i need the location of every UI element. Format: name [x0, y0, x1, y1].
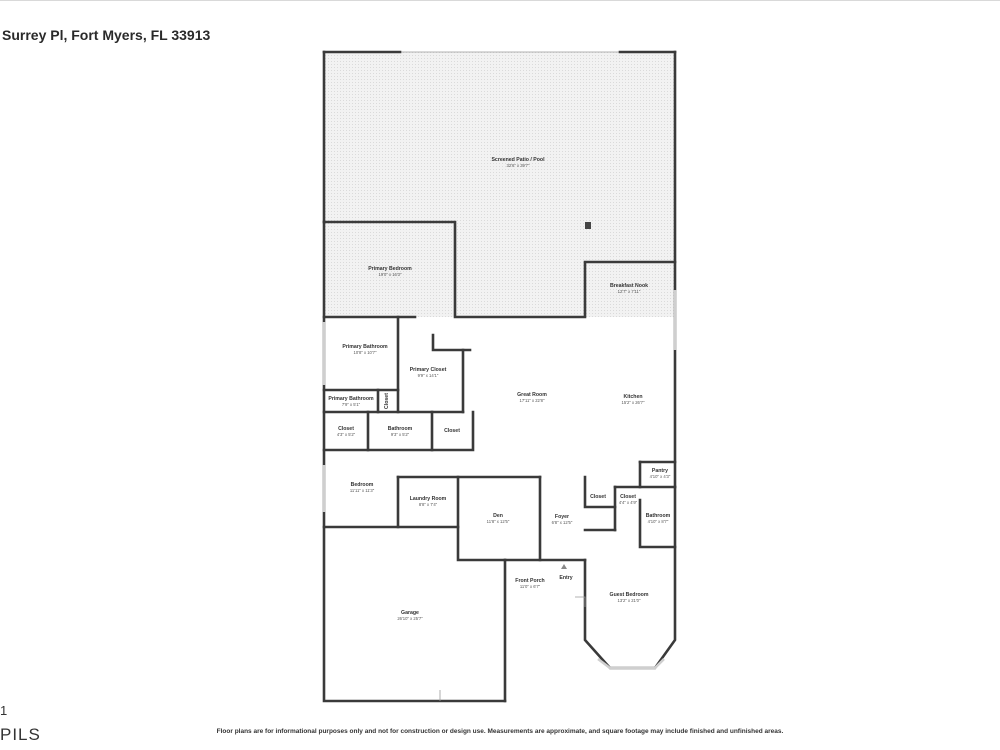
label-pantry: Pantry: [652, 468, 668, 474]
closet-c-walls: [583, 475, 617, 509]
label-closet-vertical: Closet: [384, 393, 390, 409]
dim-foyer: 6'8" x 12'5": [552, 520, 573, 525]
den-walls: [456, 475, 507, 562]
label-breakfast-nook: Breakfast Nook: [610, 283, 648, 289]
label-closet-d: Closet: [620, 494, 636, 500]
label-closet-a: Closet: [338, 426, 354, 432]
dim-closet-d: 4'4" x 4'9": [619, 500, 638, 505]
dim-primary-closet: 9'9" x 14'1": [418, 373, 439, 378]
dim-primary-bedroom: 19'0" x 16'3": [379, 272, 402, 277]
label-bathroom-a: Bathroom: [388, 426, 413, 432]
dim-laundry: 8'8" x 7'4": [419, 502, 438, 507]
label-garage: Garage: [401, 610, 419, 616]
closet-row-bottom-wall: [322, 410, 475, 452]
corner-text-top: 1: [0, 703, 8, 718]
label-closet-c: Closet: [590, 494, 606, 500]
dim-bathroom-b: 4'10" x 8'7": [648, 519, 669, 524]
dim-patio: 32'6" x 39'7": [507, 163, 530, 168]
label-primary-bathroom-2: Primary Bathroom: [328, 396, 374, 402]
address-title: Surrey Pl, Fort Myers, FL 33913: [2, 27, 211, 43]
label-front-porch: Front Porch: [515, 578, 544, 584]
dim-primary-bathroom-2: 7'9" x 5'1": [342, 402, 361, 407]
label-primary-bathroom: Primary Bathroom: [342, 344, 388, 350]
label-guest-bedroom: Guest Bedroom: [610, 592, 649, 598]
dim-closet-a: 4'3" x 5'2": [337, 432, 356, 437]
label-closet-b: Closet: [444, 428, 460, 434]
label-den: Den: [493, 513, 503, 519]
entry-step: [575, 596, 586, 607]
dim-kitchen: 15'2" x 26'7": [622, 400, 645, 405]
dim-front-porch: 11'0" x 6'7": [520, 584, 541, 589]
dim-pantry: 4'10" x 4'3": [650, 474, 671, 479]
dim-great-room: 17'11" x 22'8": [520, 398, 545, 403]
label-foyer: Foyer: [555, 514, 569, 520]
entry-arrow-icon: [561, 564, 567, 569]
label-great-room: Great Room: [517, 392, 547, 398]
dim-primary-bathroom: 10'8" x 10'7": [354, 350, 377, 355]
label-laundry: Laundry Room: [410, 496, 447, 502]
dim-garage: 26'10" x 25'7": [397, 616, 423, 621]
dim-den: 11'8" x 12'5": [487, 519, 510, 524]
label-bedroom: Bedroom: [351, 482, 374, 488]
dim-bedroom: 11'11" x 11'3": [350, 488, 375, 493]
label-entry: Entry: [559, 575, 572, 581]
dim-breakfast-nook: 12'7" x 7'11": [618, 289, 641, 294]
corner-text-bottom: PILS: [0, 725, 41, 744]
dim-bathroom-a: 9'3" x 5'2": [391, 432, 410, 437]
label-primary-closet: Primary Closet: [410, 367, 447, 373]
window-guest-bay: [597, 657, 665, 670]
top-divider: [0, 0, 1000, 1]
patio-area: [324, 52, 675, 317]
label-primary-bedroom: Primary Bedroom: [368, 266, 412, 272]
label-patio: Screened Patio / Pool: [491, 157, 545, 163]
dim-guest-bedroom: 13'2" x 21'0": [618, 598, 641, 603]
label-kitchen: Kitchen: [623, 394, 642, 400]
primary-closet-notch: [431, 333, 472, 352]
disclaimer-text: Floor plans are for informational purpos…: [216, 728, 784, 735]
patio-marker: [585, 222, 591, 229]
house-top-wall: [322, 220, 677, 489]
bathroom-b-walls: [638, 498, 677, 549]
label-bathroom-b: Bathroom: [646, 513, 671, 519]
